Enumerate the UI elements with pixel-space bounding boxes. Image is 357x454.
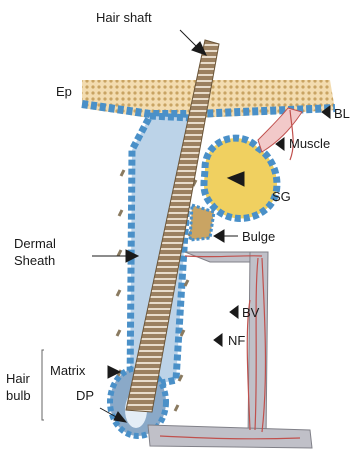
label-nf: NF (228, 333, 245, 348)
label-muscle: Muscle (289, 136, 330, 151)
label-matrix: Matrix (50, 363, 86, 378)
label-dermal-sheath-line1: Dermal (14, 236, 56, 251)
label-hair-bulb-line1: Hair (6, 371, 31, 386)
label-dermal-sheath-line2: Sheath (14, 253, 55, 268)
bulge-region (190, 205, 214, 240)
hair-bulb-bracket (42, 350, 44, 420)
label-bulge: Bulge (242, 229, 275, 244)
label-hair-shaft: Hair shaft (96, 10, 152, 25)
label-ep: Ep (56, 84, 72, 99)
label-sg: SG (272, 189, 291, 204)
label-hair-bulb-line2: bulb (6, 388, 31, 403)
label-dp: DP (76, 388, 94, 403)
label-bl: BL (334, 106, 350, 121)
label-bv: BV (242, 305, 260, 320)
